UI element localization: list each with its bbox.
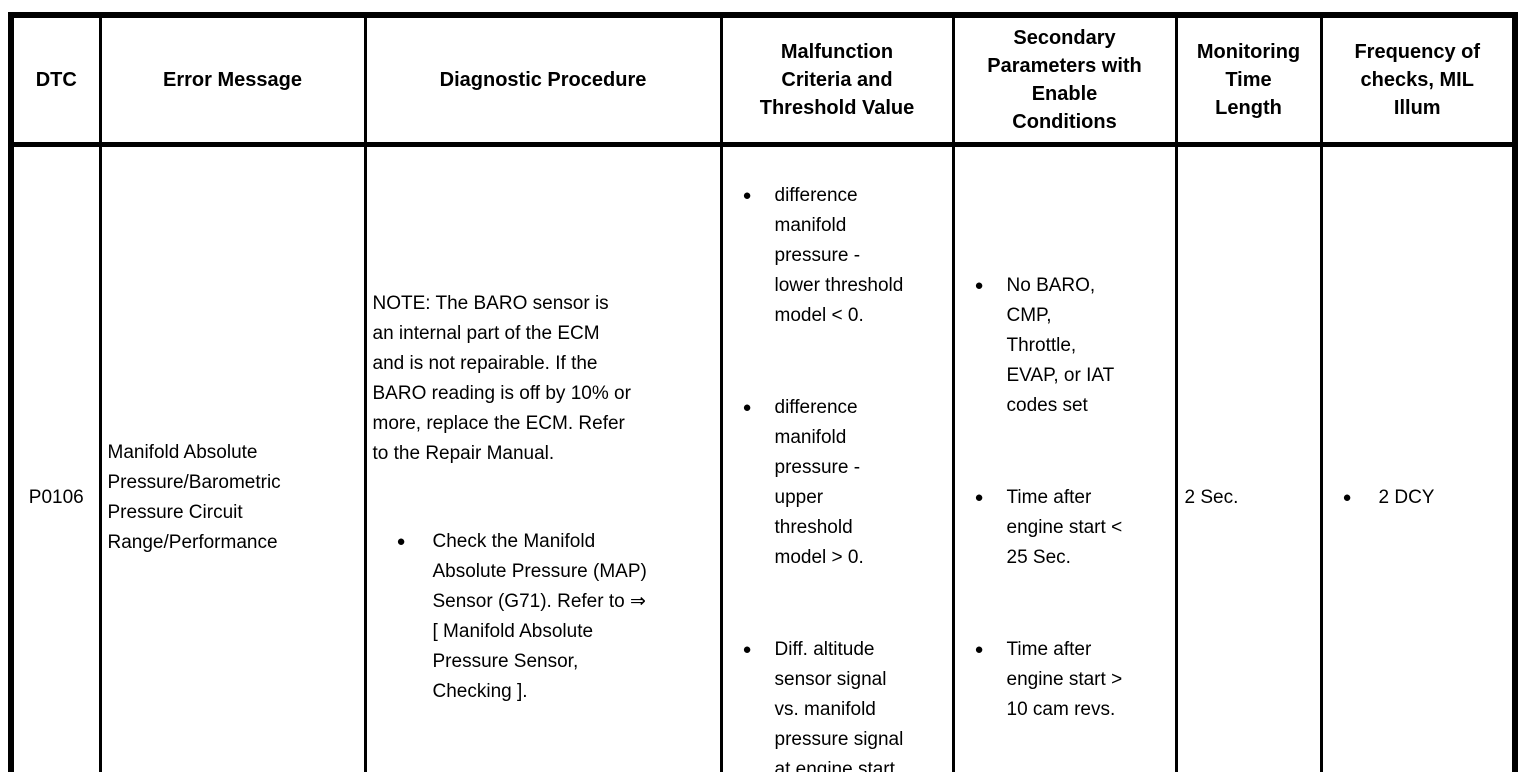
diagnostic-step: Check the Manifold Absolute Pressure (MA… [432, 530, 647, 702]
diagnostic-note: NOTE: The BARO sensor is an internal par… [372, 292, 631, 464]
list-item: ● difference manifold pressure - upper t… [729, 393, 946, 573]
bullet-icon: ● [742, 186, 752, 204]
enable-condition: Time after engine start > 10 cam revs. [1006, 638, 1123, 720]
bullet-icon: ● [974, 276, 984, 294]
column-header-error-message: Error Message [98, 13, 367, 147]
list-item: ● Diff. altitude sensor signal vs. manif… [729, 635, 946, 772]
diagnostic-procedure-cell: NOTE: The BARO sensor is an internal par… [363, 142, 723, 772]
secondary-parameters-cell: ● No BARO, CMP, Throttle, EVAP, or IAT c… [951, 142, 1178, 772]
column-header-monitoring-time: Monitoring Time Length [1174, 13, 1323, 147]
enable-condition: Time after engine start < 25 Sec. [1006, 486, 1123, 568]
column-header-diagnostic-procedure: Diagnostic Procedure [363, 13, 723, 147]
list-item: ● Time after engine start < 25 Sec. [961, 483, 1169, 573]
bullet-icon: ● [742, 398, 752, 416]
column-header-frequency: Frequency of checks, MIL Illum [1319, 13, 1517, 147]
malfunction-criterion: Diff. altitude sensor signal vs. manifol… [774, 638, 904, 772]
bullet-icon: ● [396, 532, 406, 550]
enable-condition: No BARO, CMP, Throttle, EVAP, or IAT cod… [1006, 274, 1115, 416]
bullet-icon: ● [742, 640, 752, 658]
list-item: ● Time after engine start > 10 cam revs. [961, 635, 1169, 725]
column-header-dtc: DTC [9, 13, 102, 147]
bullet-icon: ● [974, 640, 984, 658]
bullet-icon: ● [1342, 488, 1352, 506]
malfunction-criterion: difference manifold pressure - lower thr… [774, 184, 904, 326]
monitoring-time-value: 2 Sec. [1174, 142, 1323, 772]
dtc-diagnostic-table: DTC Error Message Diagnostic Procedure M… [8, 12, 1518, 772]
bullet-icon: ● [974, 488, 984, 506]
malfunction-criterion: difference manifold pressure - upper thr… [774, 396, 864, 568]
error-message: Manifold Absolute Pressure/Barometric Pr… [98, 142, 367, 772]
malfunction-criteria-cell: ● difference manifold pressure - lower t… [719, 142, 955, 772]
column-header-secondary-parameters: Secondary Parameters with Enable Conditi… [951, 13, 1178, 147]
list-item: ● 2 DCY [1329, 483, 1507, 513]
frequency-cell: ● 2 DCY [1319, 142, 1517, 772]
frequency-value: 2 DCY [1378, 486, 1435, 508]
list-item: ● No BARO, CMP, Throttle, EVAP, or IAT c… [961, 271, 1169, 421]
column-header-malfunction-criteria: Malfunction Criteria and Threshold Value [719, 13, 955, 147]
table-row-p0106: P0106 Manifold Absolute Pressure/Baromet… [9, 142, 1517, 772]
table-header-row: DTC Error Message Diagnostic Procedure M… [9, 13, 1517, 147]
list-item: ● Check the Manifold Absolute Pressure (… [373, 527, 714, 707]
list-item: ● difference manifold pressure - lower t… [729, 181, 946, 331]
dtc-code: P0106 [9, 142, 102, 772]
